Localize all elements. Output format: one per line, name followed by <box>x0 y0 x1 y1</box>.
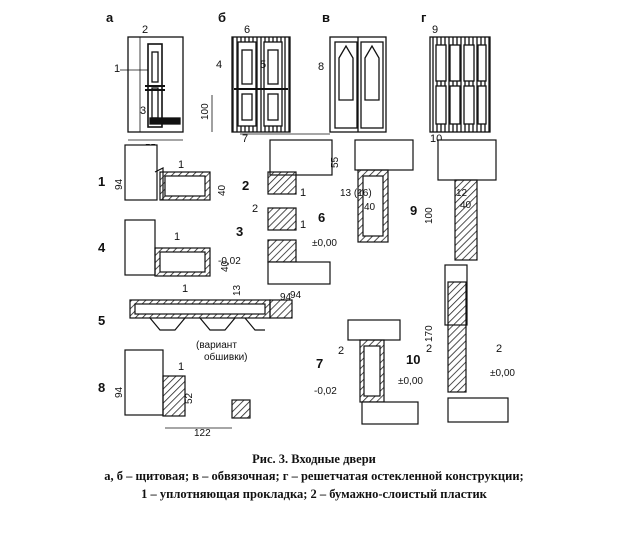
dim-100-g: 100 <box>424 207 435 224</box>
dim-40-s1: 40 <box>217 184 228 196</box>
callout-4-b: 4 <box>216 59 222 71</box>
caption-line-2: 1 – уплотняющая прокладка; 2 – бумажно-с… <box>141 487 487 501</box>
door-construction-drawing: а б в г 2 1 3 55 6 4 5 7 100 94 <box>98 10 515 439</box>
section-1 <box>124 144 211 201</box>
dim-40-g: 40 <box>460 200 472 211</box>
dim-40-v: 40 <box>364 202 376 213</box>
door-elevation-b <box>231 36 291 133</box>
caption-line-1: а, б – щитовая; в – обвязочная; г – реше… <box>104 469 524 483</box>
section-v-top <box>354 139 414 243</box>
callout-1-s1: 1 <box>178 159 184 171</box>
figure-title: Рис. 3. Входные двери <box>252 452 376 466</box>
section-label-7: 7 <box>316 356 323 371</box>
dim-13-16: 13 (16) <box>340 188 372 199</box>
callout-3-a: 3 <box>140 105 146 117</box>
dim-40-s4: 40 <box>220 260 231 272</box>
callout-8-v: 8 <box>318 61 324 73</box>
dim-12: 12 <box>456 188 468 199</box>
door-elevation-v <box>329 36 387 133</box>
section-label-1: 1 <box>98 174 105 189</box>
section-label-6: 6 <box>318 210 325 225</box>
section-label-3: 3 <box>236 224 243 239</box>
level-zero-s7: ±0,00 <box>398 376 423 387</box>
dim-94-s1: 94 <box>114 178 125 190</box>
level-minus-s4: -0,02 <box>218 256 241 267</box>
callout-7-b: 7 <box>242 133 248 145</box>
dim-55-s6: 55 <box>330 156 341 168</box>
dim-52: 52 <box>184 392 195 404</box>
dim-170: 170 <box>424 325 435 342</box>
callout-5-b: 5 <box>260 59 266 71</box>
note-line2: обшивки) <box>204 351 248 363</box>
section-label-9: 9 <box>410 203 417 218</box>
callout-6-b: 6 <box>244 24 250 36</box>
level-zero-g: ±0,00 <box>490 368 515 379</box>
level-minus-s7: -0,02 <box>314 386 337 397</box>
dim-94-s5: 94 <box>290 290 302 301</box>
section-5 <box>129 299 293 331</box>
callout-2-a: 2 <box>142 24 148 36</box>
callout-1-s4: 1 <box>174 231 180 243</box>
section-label-8: 8 <box>98 380 105 395</box>
dim-94-s8: 94 <box>114 386 125 398</box>
dim-13-s4: 13 <box>232 284 243 296</box>
section-4 <box>124 219 211 277</box>
callout-1-a: 1 <box>114 63 120 75</box>
level-zero-s3: ±0,00 <box>312 238 337 249</box>
section-8 <box>124 349 251 419</box>
letter-a: а <box>106 10 114 25</box>
letter-v: в <box>322 10 330 25</box>
letter-g: г <box>421 10 427 25</box>
section-label-5: 5 <box>98 313 105 328</box>
section-7 <box>347 319 419 425</box>
callout-2-g-left: 2 <box>426 343 432 355</box>
section-2-3 <box>267 139 333 285</box>
section-9 <box>437 139 509 423</box>
door-elevation-g <box>429 36 491 133</box>
callout-2-s3: 2 <box>252 203 258 215</box>
callout-2-g-right: 2 <box>496 343 502 355</box>
callout-2-s7: 2 <box>338 345 344 357</box>
callout-1-s5: 1 <box>182 283 188 295</box>
callout-1-s3: 1 <box>300 219 306 231</box>
dim-122: 122 <box>194 428 211 439</box>
letter-b: б <box>218 10 226 25</box>
callout-1-s8: 1 <box>178 361 184 373</box>
section-label-2: 2 <box>242 178 249 193</box>
section-label-4: 4 <box>98 240 106 255</box>
door-elevation-a <box>127 36 184 133</box>
section-label-10: 10 <box>406 352 420 367</box>
dim-94-s3: 94 <box>280 292 292 303</box>
dim-100-b: 100 <box>200 103 211 120</box>
callout-1-s2: 1 <box>300 187 306 199</box>
note-line1: (вариант <box>196 340 237 351</box>
callout-9-g: 9 <box>432 24 438 36</box>
